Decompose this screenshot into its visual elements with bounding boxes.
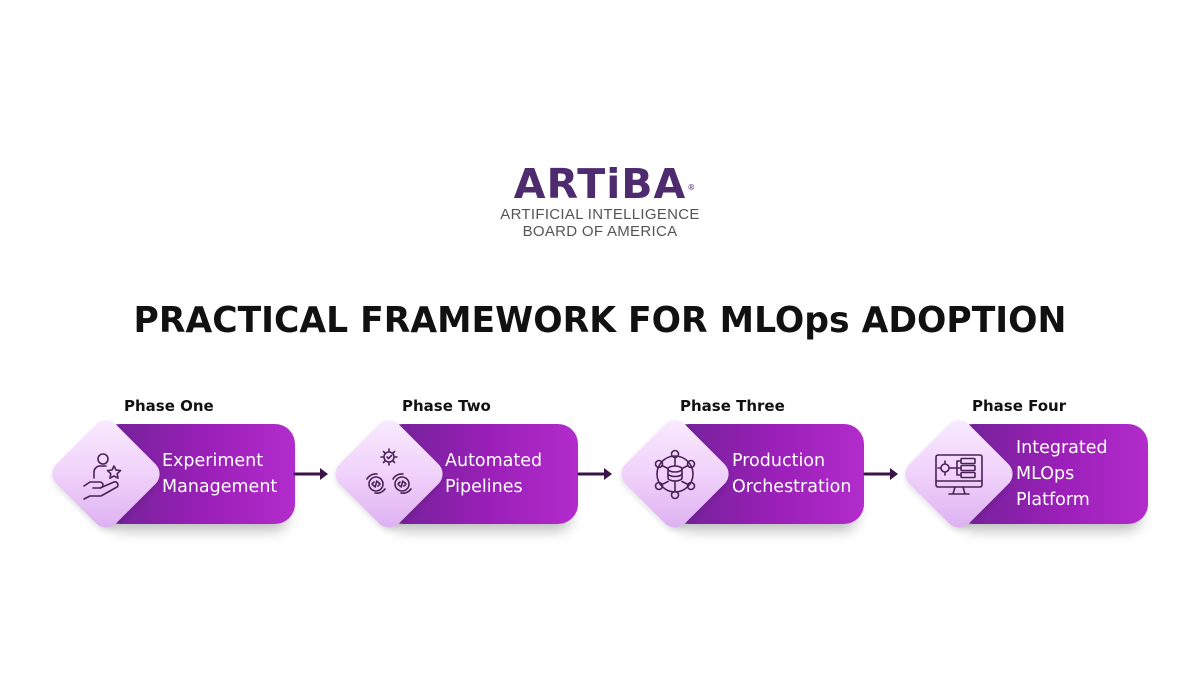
phase-two-line: Automated	[445, 451, 543, 471]
arrow-connector-3	[863, 468, 898, 480]
phase-four-text: Integrated MLOps Platform	[1016, 424, 1108, 524]
phase-three-line: Orchestration	[732, 477, 852, 497]
logo-subtitle-line2: BOARD OF AMERICA	[522, 223, 678, 240]
arrow-connector-2	[577, 468, 612, 480]
network-database-icon	[654, 449, 696, 500]
phase-one-label: Phase One	[124, 397, 214, 415]
logo-word-text: ARTiBA	[513, 160, 687, 208]
phase-three-line: Production	[732, 451, 826, 471]
monitor-flow-icon	[935, 454, 983, 495]
phase-one-line: Experiment	[162, 451, 264, 471]
arrow-connector-1	[293, 468, 328, 480]
phase-four-line: Platform	[1016, 490, 1090, 510]
gear-code-cycle-icon	[366, 448, 412, 494]
artiba-logo: ARTiBA ® ARTIFICIAL INTELLIGENCE BOARD O…	[0, 162, 1200, 240]
logo-registered-mark: ®	[687, 183, 697, 192]
phase-four-line: MLOps	[1016, 464, 1075, 484]
page-title: PRACTICAL FRAMEWORK FOR MLOps ADOPTION	[133, 300, 1067, 341]
phase-two-text: Automated Pipelines	[445, 424, 542, 524]
phase-one-text: Experiment Management	[162, 424, 277, 524]
phase-one-line: Management	[162, 477, 278, 497]
hand-person-star-icon	[83, 453, 122, 500]
logo-subtitle-line1: ARTIFICIAL INTELLIGENCE	[500, 206, 700, 223]
phase-four-line: Integrated	[1016, 438, 1108, 458]
phase-two-label: Phase Two	[402, 397, 491, 415]
phase-three-text: Production Orchestration	[732, 424, 851, 524]
logo-wordmark: ARTiBA ®	[513, 160, 695, 208]
phase-three-label: Phase Three	[680, 397, 785, 415]
phase-four-label: Phase Four	[972, 397, 1067, 415]
phase-two-line: Pipelines	[445, 477, 523, 497]
